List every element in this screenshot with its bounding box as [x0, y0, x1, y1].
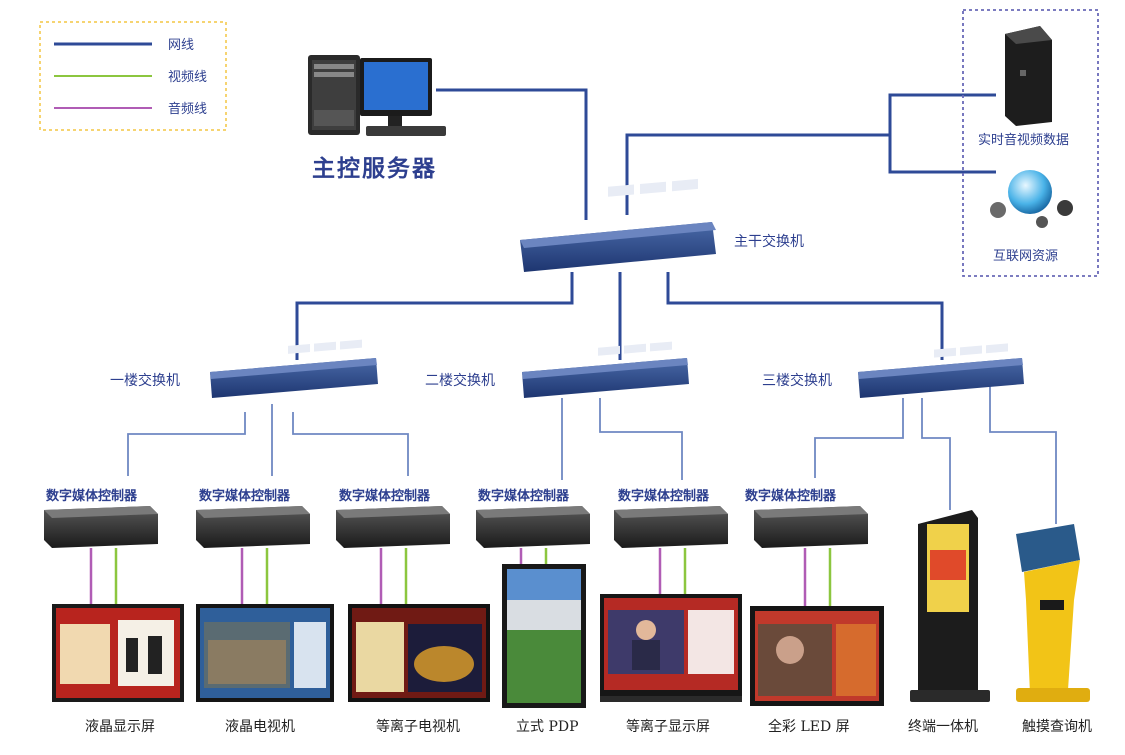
controller-1: 数字媒体控制器 — [44, 488, 158, 548]
floor-switch-1-label: 一楼交换机 — [110, 372, 180, 389]
legend: 网线 视频线 音频线 — [39, 21, 227, 131]
controller-2: 数字媒体控制器 — [196, 488, 310, 548]
floor-switch-3: 三楼交换机 — [762, 343, 1024, 398]
link-main-floor3 — [666, 272, 944, 360]
controller-box-icon — [44, 506, 158, 548]
terminal-label: 立式 PDP — [516, 719, 579, 735]
main-switch: 主干交换机 — [520, 178, 804, 272]
globe-icon — [990, 170, 1073, 228]
controller-label: 数字媒体控制器 — [618, 488, 710, 504]
controller-label: 数字媒体控制器 — [339, 488, 431, 504]
controller-label: 数字媒体控制器 — [46, 488, 138, 504]
link-main-floor1 — [295, 272, 574, 360]
controller-5: 数字媒体控制器 — [614, 488, 728, 548]
controller-box-icon — [614, 506, 728, 548]
legend-box — [39, 21, 227, 131]
legend-label-audio: 音频线 — [168, 101, 207, 117]
terminal-plasma-display: 等离子显示屏 — [600, 594, 742, 735]
legend-label-video: 视频线 — [168, 70, 207, 85]
link-main-sources — [625, 133, 890, 215]
controller-label: 数字媒体控制器 — [478, 488, 570, 504]
av-lines — [89, 548, 832, 606]
floor-switch-3-label: 三楼交换机 — [762, 372, 832, 389]
terminal-label: 液晶电视机 — [225, 719, 295, 735]
terminal-label: 等离子电视机 — [376, 718, 460, 735]
terminal-all-in-one-kiosk: 终端一体机 — [908, 510, 990, 735]
switch-icon — [210, 339, 378, 398]
terminal-label: 等离子显示屏 — [626, 718, 710, 735]
terminal-label: 终端一体机 — [908, 719, 978, 735]
terminal-full-color-led: 全彩 LED 屏 — [750, 606, 884, 735]
desktop-computer-icon — [308, 55, 446, 136]
controller-box-icon — [336, 506, 450, 548]
terminal-plasma-tv: 等离子电视机 — [348, 604, 490, 735]
terminal-label: 触摸查询机 — [1022, 719, 1092, 735]
main-switch-label: 主干交换机 — [734, 233, 804, 250]
controller-label: 数字媒体控制器 — [199, 488, 291, 504]
switch-icon — [858, 343, 1024, 398]
terminal-label: 全彩 LED 屏 — [768, 718, 850, 735]
controller-3: 数字媒体控制器 — [336, 488, 450, 548]
switch-icon — [520, 178, 716, 272]
floor-switch-1: 一楼交换机 — [110, 339, 378, 398]
server-label: 主控服务器 — [312, 155, 437, 182]
floor-switch-2: 二楼交换机 — [425, 341, 689, 398]
switch-icon — [522, 341, 689, 398]
sources-box: 实时音视频数据 互联网资源 — [962, 9, 1099, 277]
controller-box-icon — [196, 506, 310, 548]
controller-label: 数字媒体控制器 — [745, 488, 837, 504]
terminal-lcd-tv: 液晶电视机 — [196, 604, 334, 735]
link-sources-bracket — [888, 93, 996, 174]
main-server: 主控服务器 — [308, 55, 446, 182]
internet-label: 互联网资源 — [993, 249, 1058, 264]
controller-6: 数字媒体控制器 — [745, 488, 868, 548]
legend-label-network: 网线 — [168, 38, 194, 53]
sources-frame — [962, 9, 1099, 277]
link-server-main — [436, 88, 588, 220]
terminal-touch-query-kiosk: 触摸查询机 — [1016, 524, 1092, 735]
floor-switch-2-label: 二楼交换机 — [425, 372, 495, 389]
controller-box-icon — [754, 506, 868, 548]
server-tower-icon — [1005, 26, 1052, 126]
terminal-standing-pdp: 立式 PDP — [502, 564, 586, 735]
terminal-label: 液晶显示屏 — [85, 719, 155, 735]
branch-lines — [127, 386, 1057, 524]
terminal-lcd-display: 液晶显示屏 — [52, 604, 184, 735]
controller-4: 数字媒体控制器 — [476, 488, 590, 548]
controller-box-icon — [476, 506, 590, 548]
realtime-av-label: 实时音视频数据 — [978, 132, 1069, 148]
